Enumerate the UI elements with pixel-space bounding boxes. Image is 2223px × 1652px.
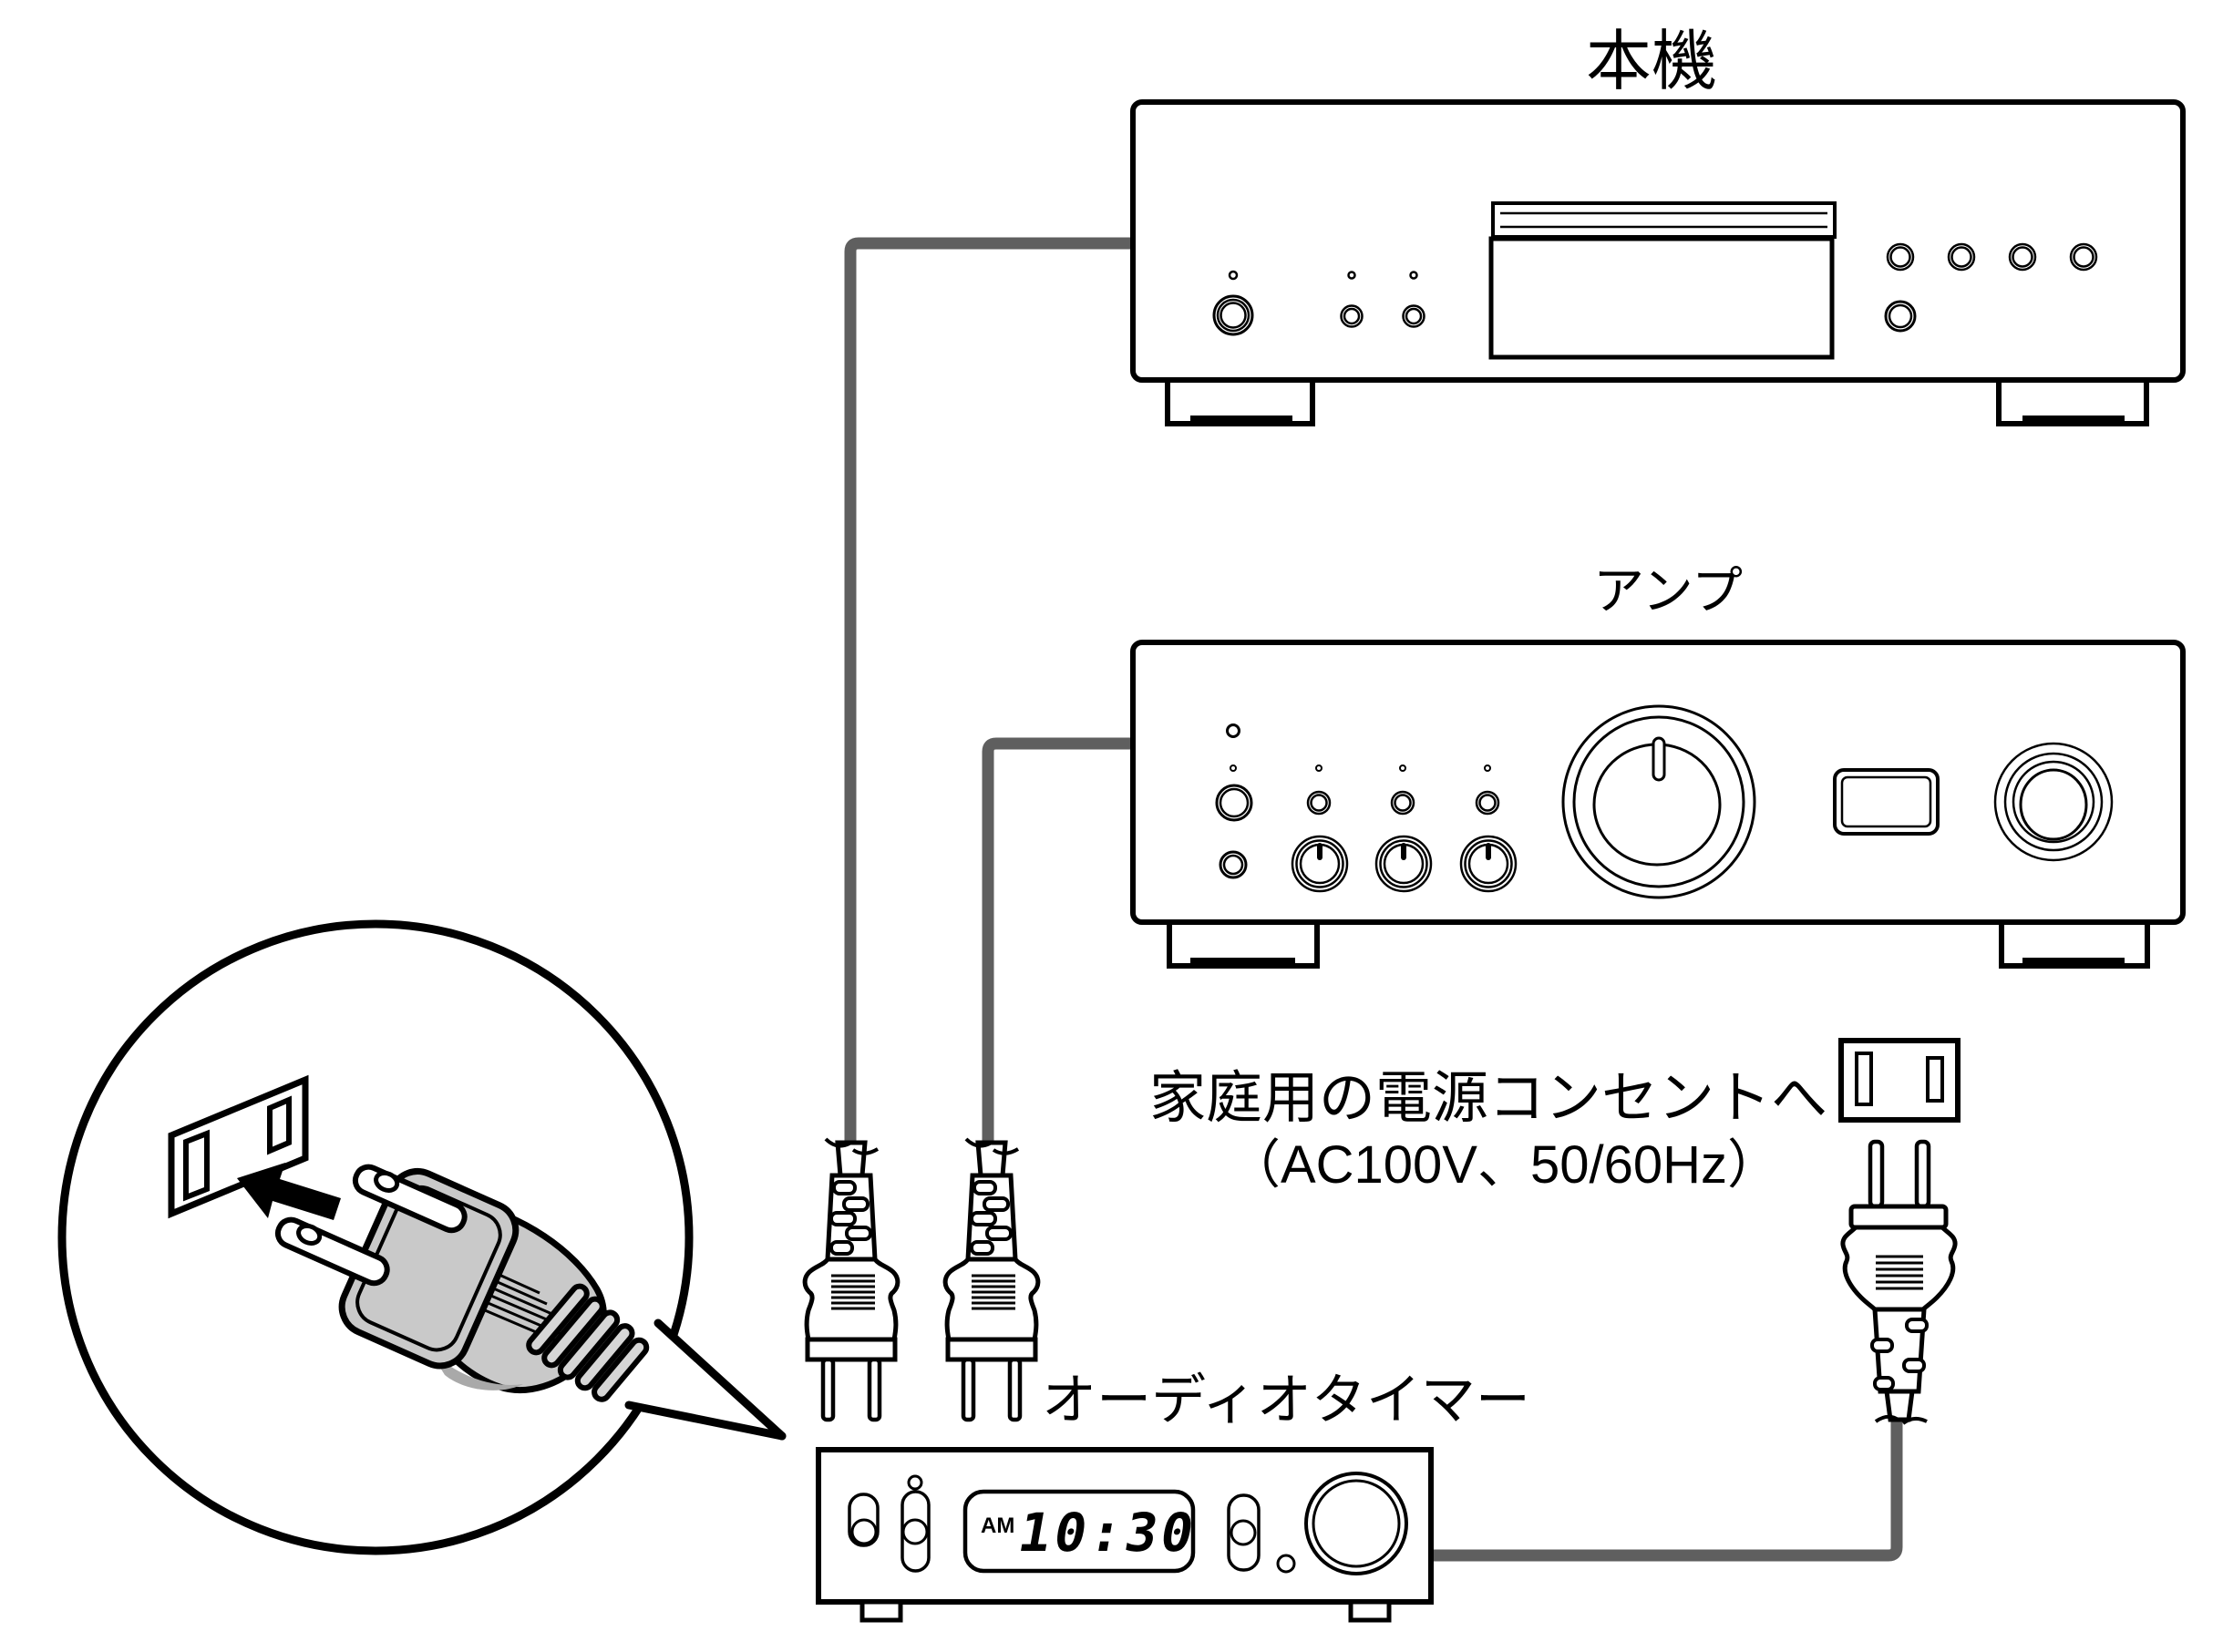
outlet-note-line1: 家庭用の電源コンセントへ	[1149, 1067, 1827, 1130]
headphone-jack	[1219, 850, 1248, 879]
timer-indicator	[907, 1474, 923, 1491]
cd-player-right-controls	[1884, 242, 2098, 333]
cd-player-left-controls	[1212, 270, 1425, 336]
balloon-plug	[274, 1164, 650, 1402]
plug-body-hatch	[831, 1274, 875, 1310]
cd-player-power-cable	[844, 237, 1139, 1142]
amp-power-button	[1215, 784, 1253, 822]
amp-small-buttons	[1306, 790, 1500, 816]
timer-small-dot	[1276, 1554, 1296, 1574]
selector-knob	[1993, 742, 2114, 862]
balloon-outlet-slot-right	[267, 1095, 292, 1155]
clock-meridiem: AM	[981, 1513, 1014, 1538]
audio-timer: オーディオタイマー AM 10:30	[816, 1370, 1530, 1623]
timer-power-plug	[1840, 1139, 1958, 1425]
timer-slide-switch-2	[1227, 1493, 1261, 1572]
timer-clock-display: AM 10:30	[962, 1489, 1202, 1574]
balloon-plug-ribs	[526, 1283, 650, 1402]
strain-relief-ribs	[829, 1180, 872, 1256]
plug-prongs	[820, 1357, 882, 1422]
amplifier-power-cable	[982, 737, 1139, 1142]
cd-player: 本機	[1130, 26, 2186, 426]
strain-relief-ribs	[1870, 1318, 1929, 1391]
eject-button	[1884, 300, 1917, 333]
cd-player-label: 本機	[1586, 26, 1717, 98]
amp-indicator	[1226, 723, 1240, 738]
balloon-tail-fill	[627, 1321, 782, 1436]
timer-knob	[1304, 1472, 1408, 1575]
amp-display-window	[1833, 768, 1940, 836]
volume-knob	[1561, 704, 1756, 899]
balloon-outlet-slot-left	[183, 1129, 210, 1202]
disc-tray	[1488, 201, 1837, 360]
timer-oval-button	[848, 1493, 880, 1547]
amplifier-label: アンプ	[1593, 562, 1743, 620]
amplifier-feet	[1167, 919, 2150, 969]
power-plug-cd	[802, 1137, 901, 1422]
small-button-1	[1340, 304, 1364, 328]
timer-feet	[859, 1599, 1392, 1623]
amplifier: アンプ	[1130, 562, 2186, 969]
timer-power-cable	[1427, 1421, 1903, 1562]
outlet-slot-left	[1855, 1052, 1873, 1106]
plug-prongs	[1868, 1139, 1931, 1209]
tone-knobs	[1291, 835, 1518, 893]
callout-balloon	[57, 919, 787, 1555]
plug-base	[805, 1337, 898, 1362]
power-plug-amp	[945, 1139, 1038, 1420]
timer-chassis	[816, 1447, 1434, 1605]
plug-body	[802, 1257, 901, 1342]
display-window	[1488, 236, 1835, 360]
wall-outlet	[1838, 1038, 1961, 1123]
balloon-outlet	[168, 1074, 309, 1219]
small-button-2	[1402, 304, 1425, 328]
balloon-plug-face	[338, 1168, 520, 1370]
transport-buttons	[1886, 242, 2098, 272]
outlet-slot-right	[1926, 1056, 1944, 1103]
clock-time: 10:30	[1014, 1502, 1201, 1563]
insert-arrow-icon	[237, 1163, 341, 1220]
amplifier-left-controls	[1215, 723, 1518, 893]
plug-base	[1848, 1204, 1949, 1230]
outlet-note-line2: （AC100V、50/60Hz）	[1228, 1135, 1780, 1195]
timer-slide-switch-1	[901, 1490, 931, 1573]
amplifier-chassis	[1130, 640, 2186, 925]
plug-body-hatch	[1876, 1255, 1923, 1290]
power-button	[1212, 294, 1254, 336]
balloon-plug-shadow	[428, 1349, 523, 1390]
audio-timer-label: オーディオタイマー	[1042, 1370, 1530, 1431]
cd-player-feet	[1165, 377, 2149, 426]
balloon-plug-prongs	[274, 1164, 468, 1287]
power-cables	[844, 237, 1903, 1562]
power-indicator	[1228, 270, 1239, 281]
